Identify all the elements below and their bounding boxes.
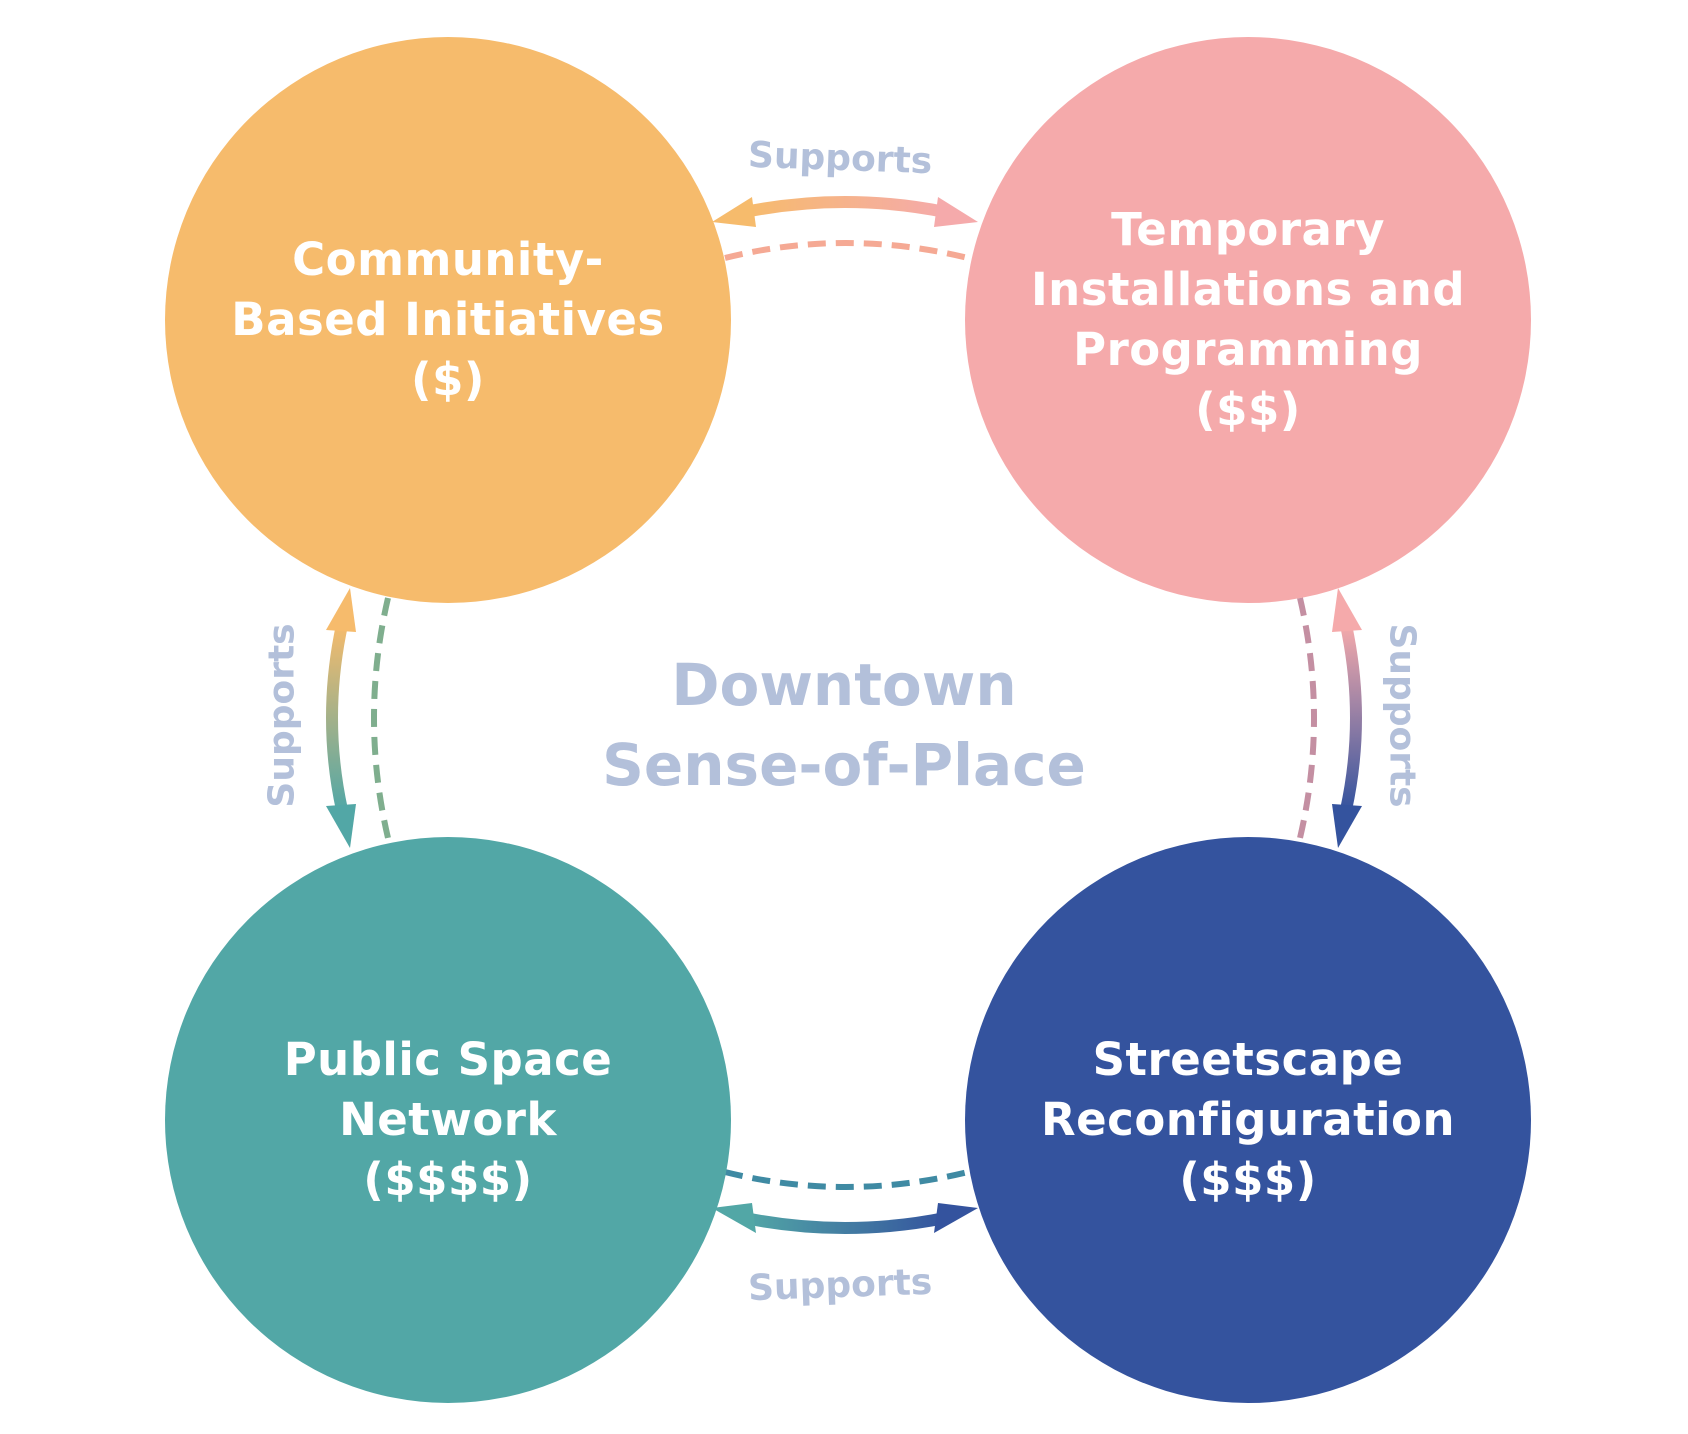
arrow-right: [1332, 588, 1362, 848]
center-title: Downtown Sense-of-Place: [602, 651, 1086, 799]
node-label: Community- Based Initiatives ($): [231, 233, 665, 406]
node-community-based-initiatives: Community- Based Initiatives ($): [165, 37, 731, 603]
arrow-left: [326, 588, 356, 848]
supports-label-bottom: Supports: [747, 1261, 933, 1310]
arrow-bottom: [712, 1203, 978, 1234]
arrow-top: [712, 196, 978, 227]
dashed-link-right: [1297, 597, 1317, 839]
supports-label-left: Supports: [261, 623, 303, 808]
dashed-link-left: [371, 597, 391, 839]
dashed-link-top: [724, 240, 969, 261]
node-label: Temporary Installations and Programming …: [1030, 203, 1466, 436]
node-label: Public Space Network ($$$$): [283, 1033, 613, 1206]
node-public-space-network: Public Space Network ($$$$): [165, 837, 731, 1403]
supports-label-right: Supports: [1381, 623, 1423, 808]
dashed-link-bottom: [724, 1169, 969, 1190]
node-streetscape-reconfiguration: Streetscape Reconfiguration ($$$): [965, 837, 1531, 1403]
node-temporary-installations: Temporary Installations and Programming …: [965, 37, 1531, 603]
supports-label-top: Supports: [747, 134, 933, 183]
node-label: Streetscape Reconfiguration ($$$): [1041, 1033, 1455, 1206]
